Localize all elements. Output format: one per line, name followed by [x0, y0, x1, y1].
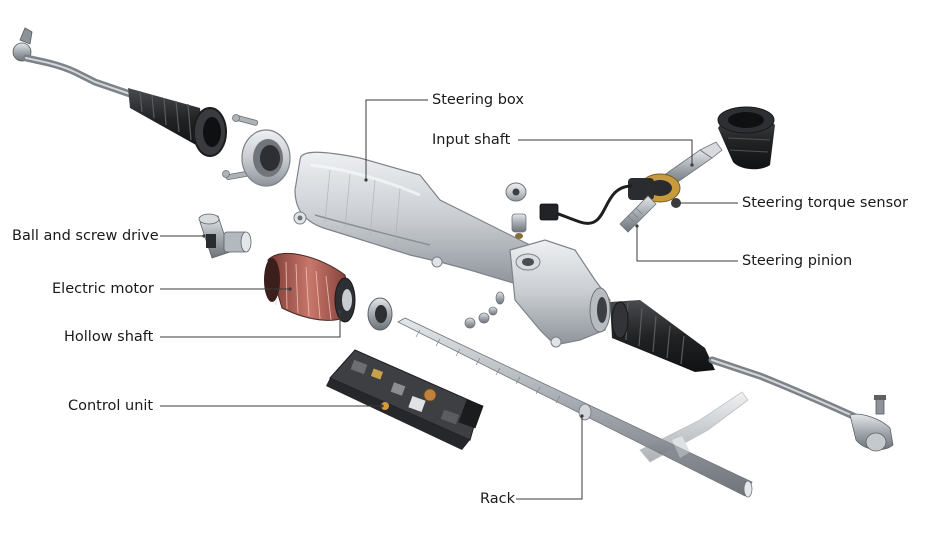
- steering-box-housing: [293, 151, 546, 286]
- right-boot: [610, 300, 715, 372]
- leader-hollow-shaft: [160, 312, 341, 338]
- pinion-small-parts: [464, 182, 527, 329]
- label-control-unit: Control unit: [68, 398, 154, 414]
- cap-boot: [717, 106, 775, 170]
- left-boot: [128, 88, 227, 157]
- control-unit-part: [326, 349, 484, 450]
- ball-screw-part: [198, 213, 252, 259]
- leader-input-shaft: [518, 139, 693, 165]
- label-steering-pinion: Steering pinion: [742, 253, 853, 269]
- leader-steering-box: [365, 99, 428, 180]
- flange-ring: [241, 129, 291, 187]
- label-hollow-shaft: Hollow shaft: [64, 329, 154, 345]
- leader-rack: [516, 416, 583, 500]
- label-steering-box: Steering box: [432, 92, 524, 108]
- leader-lines: [160, 99, 738, 500]
- label-electric-motor: Electric motor: [52, 281, 154, 297]
- rack-pinion-ghost: [639, 391, 749, 463]
- bearing-ring: [367, 297, 393, 331]
- label-input-shaft: Input shaft: [432, 132, 511, 148]
- pinion-part: [619, 195, 657, 233]
- label-ball-and-screw-drive: Ball and screw drive: [12, 228, 159, 244]
- label-rack: Rack: [480, 491, 516, 507]
- left-tie-rod: [12, 27, 134, 98]
- flange-bolts: [222, 114, 259, 180]
- pinion-housing: [509, 239, 611, 348]
- electric-motor-part: [264, 252, 356, 323]
- torque-sensor-part: [628, 173, 681, 208]
- leader-steering-pinion: [636, 226, 738, 262]
- leader-dots: [202, 163, 694, 418]
- sensor-wire: [539, 184, 633, 225]
- label-steering-torque-sensor: Steering torque sensor: [742, 195, 908, 211]
- right-tie-rod: [708, 356, 894, 452]
